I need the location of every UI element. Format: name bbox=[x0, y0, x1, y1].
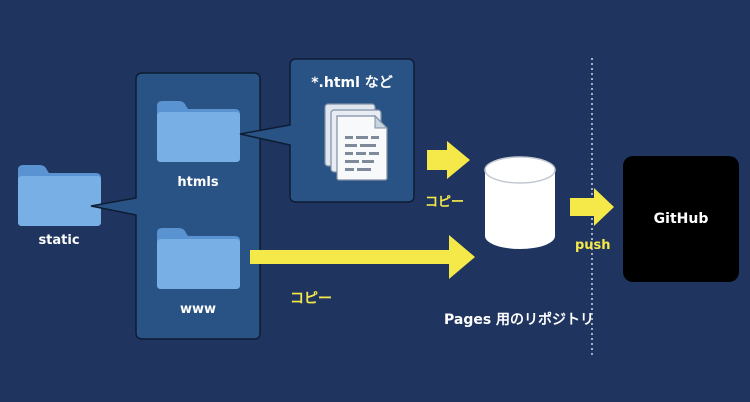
htmls-folder-icon bbox=[157, 101, 240, 162]
htmls-label: htmls bbox=[177, 175, 219, 190]
copy-arrow-bottom bbox=[250, 235, 475, 279]
repository-label: Pages 用のリポジトリ bbox=[444, 312, 595, 328]
static-folder-icon bbox=[18, 165, 101, 226]
push-label: push bbox=[575, 238, 611, 253]
github-label: GitHub bbox=[653, 211, 709, 227]
www-folder-icon bbox=[157, 228, 240, 289]
github-box: GitHub bbox=[623, 156, 739, 282]
document-stack-icon bbox=[324, 103, 389, 181]
html-files-label: *.html など bbox=[311, 75, 393, 91]
www-label: www bbox=[179, 302, 217, 317]
copy-label-top: コピー bbox=[425, 195, 465, 210]
push-arrow bbox=[570, 188, 614, 226]
static-label: static bbox=[38, 233, 80, 248]
copy-arrow-top bbox=[427, 141, 470, 179]
database-icon bbox=[484, 156, 556, 249]
copy-label-bottom: コピー bbox=[290, 291, 332, 307]
